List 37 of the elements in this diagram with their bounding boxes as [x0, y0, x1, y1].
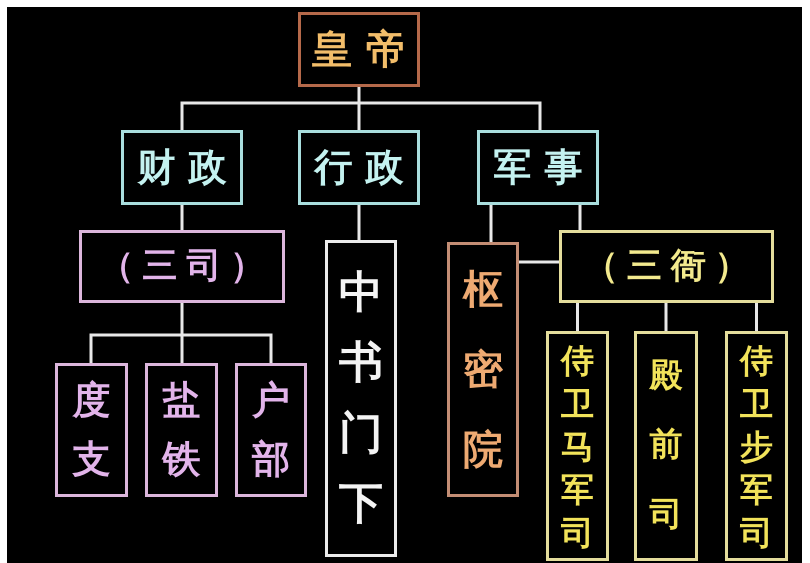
connector-line [180, 205, 184, 230]
org-box [559, 230, 774, 303]
connector-line [519, 260, 559, 264]
org-label: 盐铁 [162, 377, 200, 483]
org-box [298, 130, 420, 205]
org-box [145, 363, 218, 497]
org-label: 行政 [312, 146, 417, 190]
org-box [325, 240, 397, 557]
org-box [298, 12, 420, 87]
org-box [725, 331, 788, 561]
org-label: 枢密院 [463, 266, 503, 474]
org-label: 军事 [492, 146, 596, 190]
connector-line [180, 303, 272, 363]
org-label: 皇帝 [311, 26, 420, 72]
org-box [477, 130, 599, 205]
org-label: 中书门下 [339, 266, 383, 531]
org-box [546, 331, 609, 561]
connector-line [576, 303, 579, 331]
org-box [55, 363, 128, 497]
org-label: （三司） [98, 246, 274, 287]
connector-line [358, 205, 360, 240]
org-label: 殿前司 [650, 354, 682, 535]
org-label: 财政 [136, 146, 240, 190]
org-box [121, 130, 243, 205]
org-label: （三衙） [582, 246, 758, 287]
org-label: 度支 [72, 377, 110, 483]
connector-line [664, 303, 668, 331]
org-label: 侍卫马军司 [561, 340, 594, 554]
org-box [447, 242, 519, 497]
connector-line [578, 205, 582, 230]
connector-line [755, 303, 758, 331]
org-box [634, 331, 698, 561]
org-label: 侍卫步军司 [740, 340, 773, 554]
org-box [79, 230, 285, 303]
org-box [235, 363, 307, 497]
org-label: 户部 [252, 377, 290, 483]
connector-line [490, 205, 492, 242]
